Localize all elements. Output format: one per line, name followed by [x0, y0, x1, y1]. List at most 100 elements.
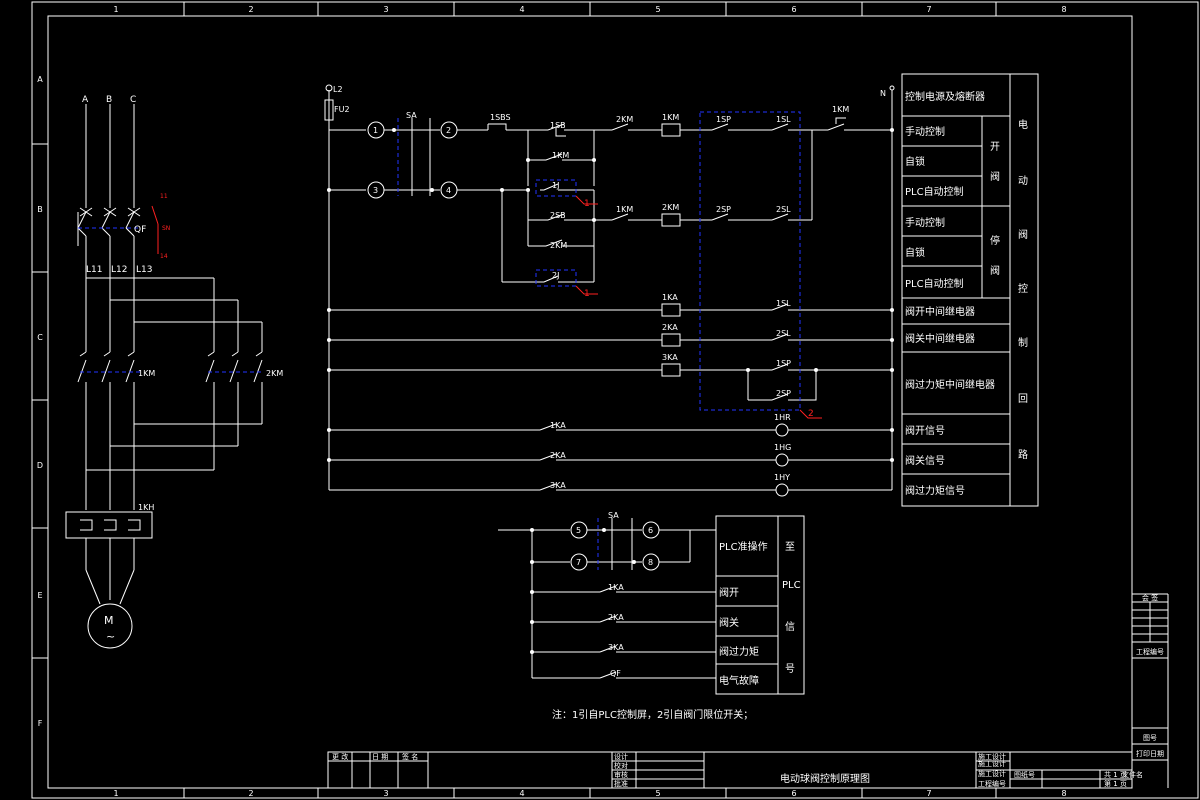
close-hold-label: 2KM	[550, 241, 567, 250]
doc-number-label: 图纸号	[1014, 770, 1035, 779]
table-header: 控制电源及熔断器	[905, 90, 985, 103]
table-row: 手动控制	[905, 216, 945, 229]
plc-contact-label: 2KA	[608, 613, 624, 622]
col-num: 5	[655, 789, 660, 798]
drawing-note: 注：1引自PLC控制屏，2引自阀门限位开关；	[552, 708, 753, 721]
terminal-number: 8	[648, 558, 653, 567]
lamp-label: 1HR	[774, 413, 791, 422]
col-num: 1	[113, 789, 118, 798]
col-num: 3	[383, 5, 388, 14]
thermal-label: 1KH	[138, 503, 154, 512]
group-label: 阀	[990, 264, 1000, 277]
row-letter: A	[37, 75, 43, 84]
open-button-label: 1SB	[550, 121, 566, 130]
terminal-number: 1	[373, 126, 378, 135]
plc-side-label: 信	[785, 621, 795, 633]
plc-close-relay-label: 2J	[552, 271, 559, 280]
terminal-number: 6	[648, 526, 653, 535]
side-title: 控	[1018, 282, 1028, 295]
title-block-header: 日 期	[372, 753, 388, 761]
close-limit-label: 2SL	[776, 205, 791, 214]
inner-frame	[47, 15, 1133, 789]
note-ref: 1	[584, 199, 590, 209]
line-label: L13	[136, 265, 152, 275]
row-letter: C	[37, 333, 43, 342]
control-circuit: 1 1 2 L2 FU2 N SA 1 2 3 4 1SBS 1SB 1KM 2…	[324, 84, 895, 497]
group-label: 阀	[990, 170, 1000, 183]
motor-power-circuit: 11 SN 14 A B C QF L11 L12 L13 1KM 2KM 1K…	[65, 95, 283, 649]
title-block-role: 设计	[614, 752, 628, 761]
col-num: 4	[519, 789, 524, 798]
plc-contact-label: 1KA	[608, 583, 624, 592]
table-row: 阀过力矩中间继电器	[905, 378, 995, 391]
open-limit-label: 1SL	[776, 115, 791, 124]
line-label: L11	[86, 265, 102, 275]
col-num: 7	[926, 789, 931, 798]
row-letter: D	[37, 461, 43, 470]
neutral-label: N	[880, 89, 886, 98]
terminal-number: 3	[373, 186, 378, 195]
table-row: 阀过力矩信号	[905, 484, 965, 497]
table-row: 自锁	[905, 155, 925, 168]
relay-label: 1KA	[662, 293, 678, 302]
plc-table-row: PLC准操作	[719, 540, 768, 553]
control-function-table: 控制电源及熔断器 手动控制 自锁 PLC自动控制 手动控制 自锁 PLC自动控制…	[901, 73, 1039, 507]
table-row: 手动控制	[905, 125, 945, 138]
open-torque-label: 1SP	[716, 115, 731, 124]
plc-contact-label: QF	[610, 669, 621, 678]
col-num: 3	[383, 789, 388, 798]
side-title: 阀	[1018, 228, 1028, 241]
plc-contact-label: 3KA	[608, 643, 624, 652]
plc-open-relay-label: 1J	[552, 181, 559, 190]
side-label: 会 签	[1142, 593, 1158, 602]
terminal-number: 7	[576, 558, 581, 567]
terminal-number: 2	[446, 126, 451, 135]
col-num: 1	[113, 5, 118, 14]
relay-contact-label: 1KA	[550, 421, 566, 430]
side-title: 动	[1018, 175, 1028, 187]
title-block-role: 施工设计	[978, 769, 1006, 778]
sheet-total: 共 1 页	[1104, 770, 1127, 779]
torque-label: 1SP	[776, 359, 791, 368]
contactor-label: 2KM	[266, 369, 283, 378]
close-interlock-label: 1KM	[616, 205, 633, 214]
supply-label: L2	[333, 85, 343, 94]
table-row: PLC自动控制	[905, 277, 964, 290]
stop-button-label: 1SBS	[490, 113, 511, 122]
line-label: L12	[111, 265, 127, 275]
relay-contact-label: 3KA	[550, 481, 566, 490]
plc-table-row: 电气故障	[719, 674, 759, 687]
group-label: 开	[990, 142, 1000, 153]
limit-label: 2SL	[776, 329, 791, 338]
title-block-role: 批准	[614, 779, 628, 788]
limit-label: 1SL	[776, 299, 791, 308]
row-ticks	[32, 143, 48, 659]
plc-signal-circuit: SA 5 6 7 8 1KA 2KA 3KA QF PLC准操作 阀开 阀关 阀…	[498, 511, 805, 721]
side-title: 回	[1018, 393, 1028, 405]
relay-label: 3KA	[662, 353, 678, 362]
open-interlock-label: 2KM	[616, 115, 633, 124]
col-num: 6	[791, 5, 796, 14]
title-block-header: 签 名	[402, 752, 418, 761]
plc-side-label: 号	[785, 663, 795, 675]
side-title: 制	[1018, 336, 1028, 349]
col-num: 6	[791, 789, 796, 798]
phase-label: B	[106, 95, 112, 105]
side-panel	[1132, 593, 1169, 788]
close-button-label: 2SB	[550, 211, 566, 220]
sheet-current: 第 1 页	[1104, 779, 1127, 788]
motor-letter: M	[104, 614, 114, 627]
plc-table-row: 阀开	[719, 586, 739, 599]
open-status-label: 1KM	[832, 105, 849, 114]
title-block-role: 工程编号	[978, 779, 1006, 788]
file-name-label: 文件名	[1122, 770, 1143, 779]
plc-selector-label: SA	[608, 511, 619, 520]
table-row: 阀关信号	[905, 454, 945, 467]
lamp-label: 1HG	[774, 443, 791, 452]
table-row: 阀关中间继电器	[905, 332, 975, 345]
plc-table-row: 阀关	[719, 616, 739, 629]
motor-symbol: ~	[106, 630, 115, 643]
col-num: 2	[248, 789, 253, 798]
title-block-role: 施工设计	[978, 759, 1006, 768]
